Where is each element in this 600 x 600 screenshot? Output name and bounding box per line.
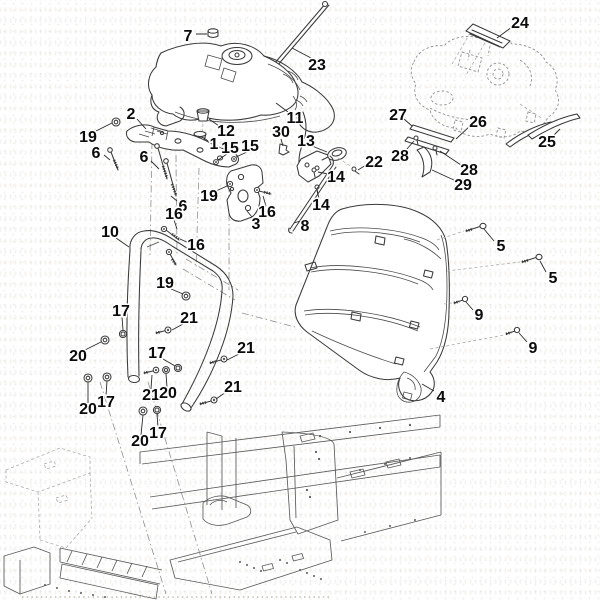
part-label-2: 2 xyxy=(127,106,136,123)
part-label-17-d: 17 xyxy=(149,425,167,442)
engine-assembly xyxy=(410,32,559,139)
washer-19-handle xyxy=(181,291,191,301)
part-label-12: 12 xyxy=(217,123,235,140)
part-label-9-a: 9 xyxy=(475,307,484,324)
lever-assembly-13 xyxy=(296,147,353,183)
part-label-27: 27 xyxy=(389,107,407,124)
part-label-14-a: 14 xyxy=(327,169,345,186)
part-label-25: 25 xyxy=(538,134,556,151)
handle-hardware-lower xyxy=(83,372,218,416)
part-label-26: 26 xyxy=(469,114,487,131)
part-label-16-a: 16 xyxy=(258,204,276,221)
part-label-8: 8 xyxy=(301,218,310,235)
part-label-3: 3 xyxy=(252,216,261,233)
part-label-11: 11 xyxy=(287,110,304,127)
handle-hardware-right-upper xyxy=(143,355,228,375)
part-label-6-b: 6 xyxy=(140,149,149,166)
bushing-12 xyxy=(196,108,210,122)
part-label-20-c: 20 xyxy=(79,401,97,418)
screw-22 xyxy=(351,166,360,175)
dipstick-cable-23 xyxy=(267,0,330,74)
part-label-17-a: 17 xyxy=(112,303,130,320)
part-label-16-c: 16 xyxy=(187,237,205,254)
part-label-15-a: 15 xyxy=(221,140,239,157)
part-label-1: 1 xyxy=(210,136,219,153)
part-label-23: 23 xyxy=(308,57,326,74)
part-label-28-a: 28 xyxy=(391,148,409,165)
bolts-5 xyxy=(436,222,543,272)
part-label-21-b: 21 xyxy=(237,340,255,357)
callout-labels: 7 23 24 11 12 1 2 19 6 6 15 15 30 13 22 … xyxy=(68,14,559,452)
part-label-22: 22 xyxy=(365,154,383,171)
tank-cap-7 xyxy=(207,28,219,39)
shield-strips-26-27 xyxy=(404,124,455,155)
part-label-13: 13 xyxy=(297,133,315,150)
trim-blades-25 xyxy=(505,113,581,148)
part-label-24: 24 xyxy=(511,15,529,32)
part-label-20-b: 20 xyxy=(159,385,177,402)
control-rod-8 xyxy=(288,155,337,234)
nut-19-on-bracket xyxy=(226,180,234,188)
bolts-6 xyxy=(107,143,178,197)
part-label-19-a: 19 xyxy=(79,129,97,146)
part-label-19-b: 19 xyxy=(200,188,218,205)
part-label-7: 7 xyxy=(184,28,193,45)
fuel-tank-11 xyxy=(147,42,335,179)
part-label-21-a: 21 xyxy=(180,310,198,327)
part-label-28-b: 28 xyxy=(460,162,478,179)
datum-lines xyxy=(99,123,296,595)
mount-plate-24 xyxy=(465,23,511,49)
chassis-frame xyxy=(3,414,442,600)
part-label-29: 29 xyxy=(454,177,472,194)
part-label-6-c: 6 xyxy=(179,198,188,215)
handle-hardware-left-upper xyxy=(100,326,172,345)
bracket-29 xyxy=(416,146,433,178)
clip-30 xyxy=(278,143,290,156)
part-label-21-d: 21 xyxy=(224,379,242,396)
part-label-5-a: 5 xyxy=(497,238,506,255)
handlebar-10 xyxy=(126,230,234,412)
part-label-20-a: 20 xyxy=(69,348,87,365)
part-label-30: 30 xyxy=(272,124,290,141)
part-label-21-c: 21 xyxy=(142,387,160,404)
screws-9 xyxy=(429,295,521,350)
console-panel-4 xyxy=(294,203,450,403)
mounting-plate-2 xyxy=(125,124,239,168)
part-label-17-b: 17 xyxy=(148,345,166,362)
part-label-10: 10 xyxy=(101,224,119,241)
leader-lines xyxy=(84,26,561,436)
part-label-5-b: 5 xyxy=(549,270,558,287)
part-label-19-c: 19 xyxy=(156,275,174,292)
part-label-17-c: 17 xyxy=(97,394,115,411)
washer-19-top xyxy=(111,117,121,127)
part-label-14-b: 14 xyxy=(312,197,330,214)
part-label-16-b: 16 xyxy=(165,206,183,223)
part-label-15-b: 15 xyxy=(241,138,259,155)
bolts-16 xyxy=(160,186,272,266)
part-label-9-b: 9 xyxy=(529,340,538,357)
part-label-6-a: 6 xyxy=(92,145,101,162)
studs-15 xyxy=(213,156,237,165)
part-label-4: 4 xyxy=(437,389,446,406)
part-label-20-d: 20 xyxy=(131,433,149,450)
front-axle-bracket xyxy=(5,447,93,549)
screws-28 xyxy=(413,135,438,156)
